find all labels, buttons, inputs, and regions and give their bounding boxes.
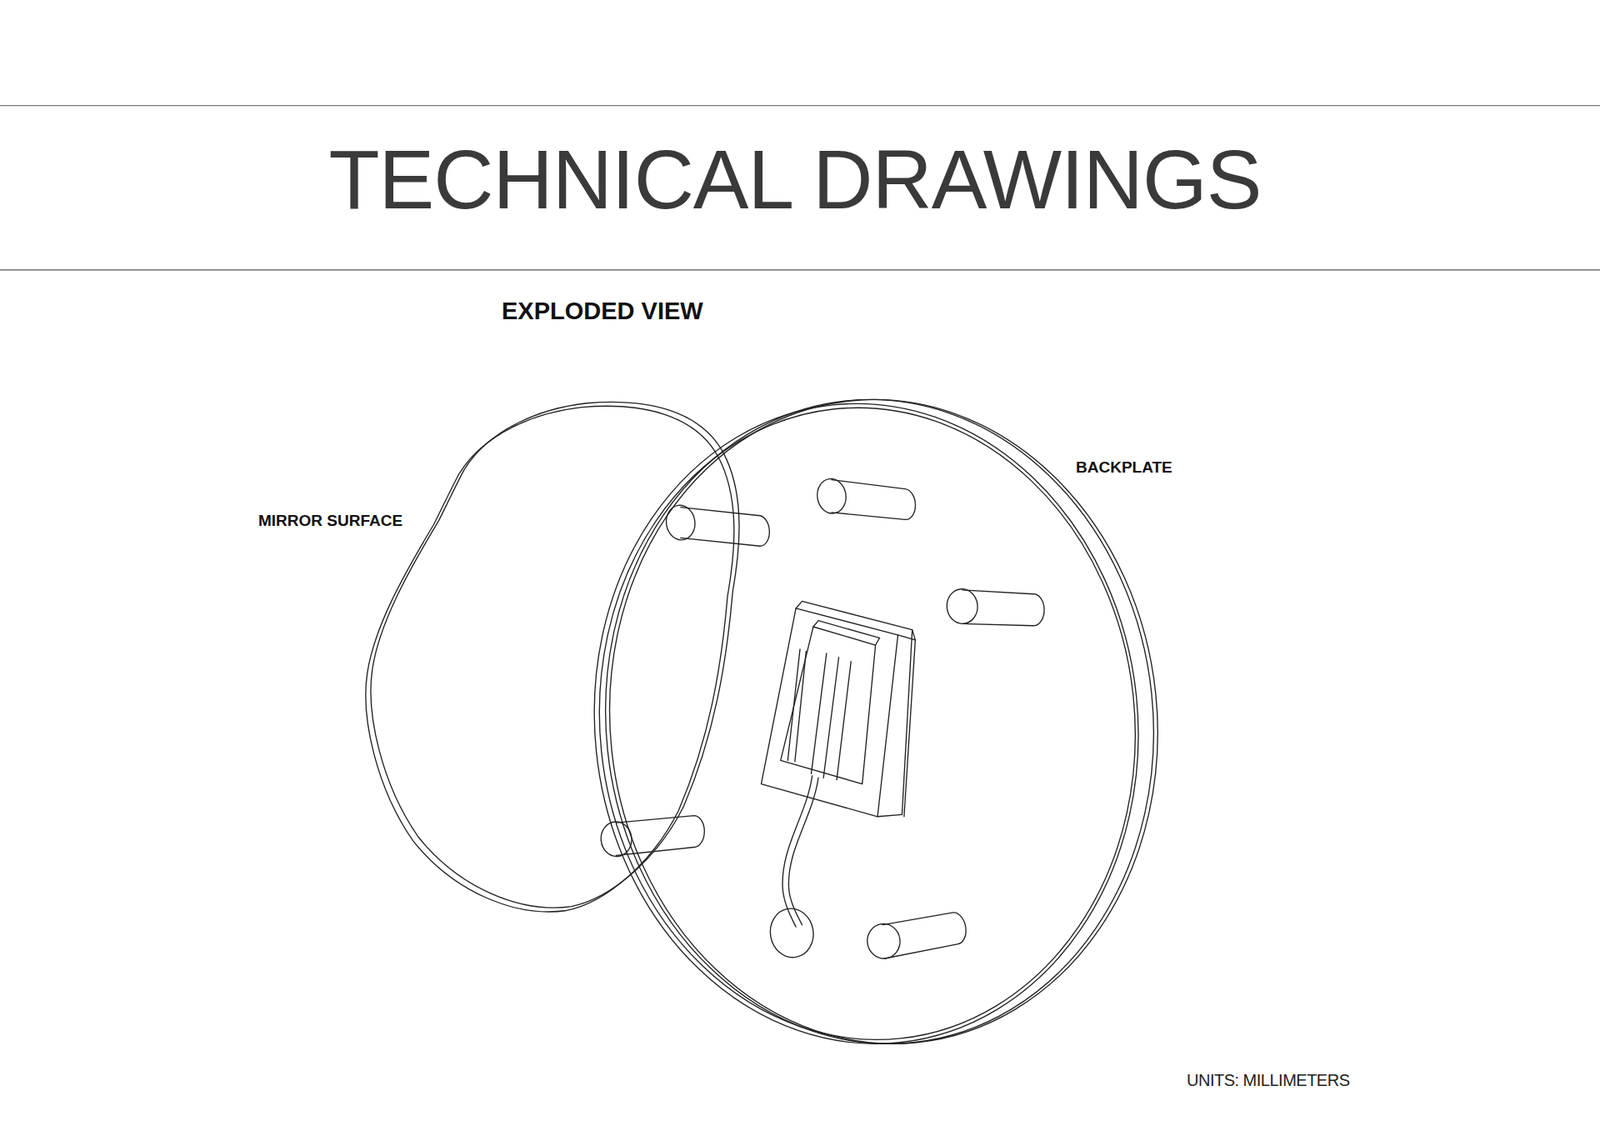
mirror-surface	[365, 401, 740, 912]
page-title: TECHNICAL DRAWINGS	[0, 137, 1595, 221]
cable	[766, 775, 819, 961]
backplate	[562, 372, 1190, 1071]
header-rule	[0, 105, 1600, 106]
peg	[664, 503, 770, 546]
peg	[865, 912, 966, 961]
peg	[815, 476, 915, 520]
peg	[945, 587, 1045, 626]
units-note: UNITS: MILLIMETERS	[1186, 1071, 1350, 1089]
part-label: BACKPLATE	[1075, 459, 1173, 475]
view-heading: EXPLODED VIEW	[501, 299, 704, 324]
part-label: MIRROR SURFACE	[258, 512, 403, 529]
mounting-bracket	[760, 600, 915, 816]
header-rule	[0, 269, 1600, 270]
